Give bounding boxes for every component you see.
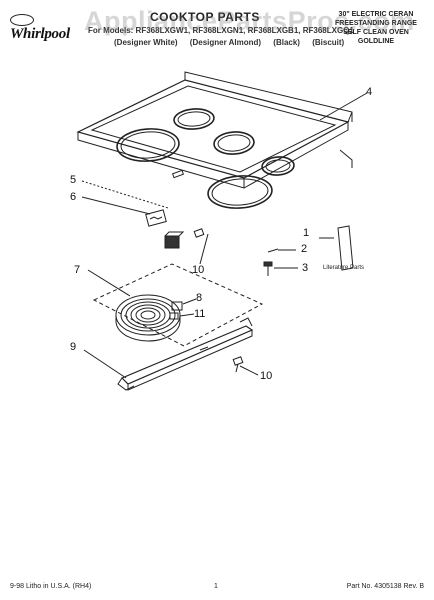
callout-2: 2 (301, 243, 308, 255)
watermark: AppliancePartsPros.com (84, 6, 415, 36)
cooktop-panel (76, 71, 353, 209)
clip-part (267, 248, 279, 253)
callout-8: 8 (196, 292, 203, 304)
callout-5: 5 (70, 174, 77, 186)
variant-label: (Biscuit) (312, 38, 345, 47)
screw-icon (193, 228, 205, 238)
description-line: GOLDLINE (357, 38, 395, 45)
leader-line (179, 313, 195, 317)
leader-line (83, 349, 127, 379)
callout-6: 6 (70, 191, 77, 203)
callout-4: 4 (366, 86, 373, 98)
whirlpool-logo: Whirlpool (6, 10, 82, 44)
variant-label: (Black) (273, 38, 300, 47)
leader-line (182, 298, 197, 305)
description-line: FREESTANDING RANGE (335, 20, 417, 27)
description-line: SELF CLEAN OVEN (343, 29, 409, 36)
logo-emblem-icon (10, 14, 34, 26)
variant-label: (Designer Almond) (189, 38, 262, 47)
callout-9: 9 (70, 341, 77, 353)
product-description: 30" ELECTRIC CERAN FREESTANDING RANGE SE… (328, 10, 424, 46)
variant-label: (Designer White) (114, 38, 178, 47)
screw-icon (232, 356, 244, 373)
leader-line (319, 92, 368, 121)
page-title: COOKTOP PARTS (150, 10, 260, 24)
bolt-part (263, 261, 273, 276)
terminal-block (145, 209, 185, 249)
callout-10: 10 (192, 264, 205, 276)
literature-parts (337, 225, 354, 271)
heating-element-coil (115, 294, 183, 342)
leader-line (81, 196, 151, 215)
leader-line (81, 180, 169, 209)
callout-10-lower: 10 (260, 370, 273, 382)
leader-line (199, 233, 209, 265)
callout-11: 11 (194, 308, 206, 320)
footer-litho: 9-98 Litho in U.S.A. (RH4) (10, 583, 92, 590)
description-line: 30" ELECTRIC CERAN (338, 11, 414, 18)
footer-part-number: Part No. 4305138 Rev. B (346, 583, 424, 590)
model-variants: (Designer White) (Designer Almond) (Blac… (114, 38, 354, 47)
element-dashed-outline (92, 263, 264, 347)
models-line: For Models: RF368LXGW1, RF368LXGN1, RF36… (88, 26, 354, 35)
leader-line (239, 365, 259, 376)
callout-3: 3 (302, 262, 309, 274)
callout-7: 7 (74, 264, 81, 276)
page-number: 1 (214, 583, 218, 590)
literature-parts-label: Literature Parts (323, 265, 365, 271)
leader-line (87, 269, 131, 297)
logo-wordmark: Whirlpool (10, 26, 70, 42)
support-bracket (117, 317, 254, 391)
callout-1: 1 (303, 227, 310, 239)
